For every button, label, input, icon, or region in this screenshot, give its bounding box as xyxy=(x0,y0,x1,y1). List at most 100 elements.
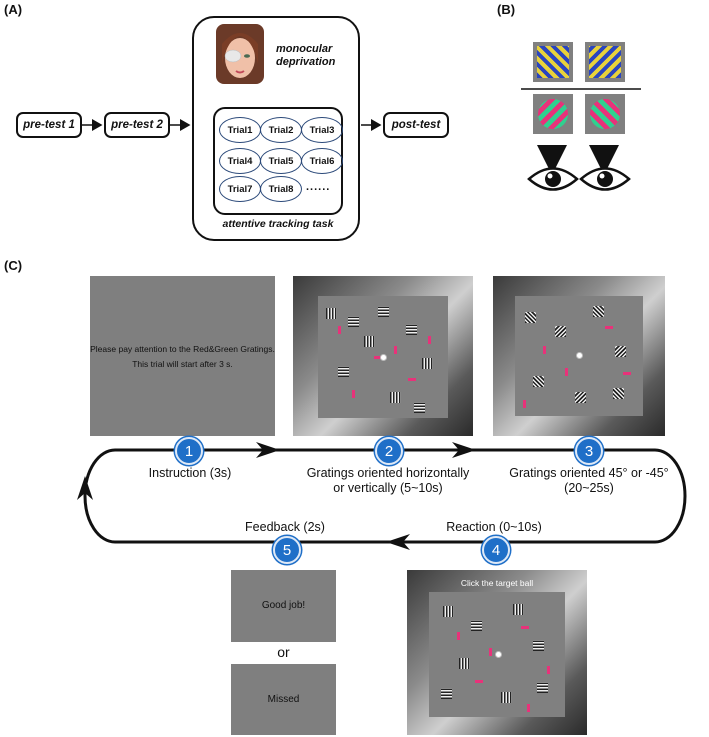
blue-yellow-grating-icon xyxy=(589,46,621,78)
step-badge-2: 2 xyxy=(375,437,403,465)
instruction-screen: Please pay attention to the Red&Green Gr… xyxy=(90,276,275,436)
red-grating xyxy=(543,346,546,354)
grating-stimulus xyxy=(533,376,544,387)
left-eye-icon xyxy=(527,167,579,191)
tracking-arena[interactable] xyxy=(429,592,565,717)
grating-stimulus xyxy=(575,392,586,403)
trial-3: Trial3 xyxy=(301,117,343,143)
face-icon xyxy=(222,33,258,78)
reaction-screen: Click the target ball xyxy=(407,570,587,735)
panel-label-c: (C) xyxy=(4,258,23,273)
step-badge-3: 3 xyxy=(575,437,603,465)
fixation-point xyxy=(576,352,583,359)
step-label-4: Reaction (0~10s) xyxy=(446,520,542,534)
red-grating xyxy=(408,378,416,381)
grating-stimulus xyxy=(555,326,566,337)
grating-stimulus xyxy=(471,620,482,631)
grating-stimulus xyxy=(441,688,452,699)
red-grating xyxy=(352,390,355,398)
red-grating xyxy=(338,326,341,334)
grating-stimulus xyxy=(593,306,604,317)
feedback-missed-text: Missed xyxy=(267,694,300,705)
grating-left-top xyxy=(533,42,573,82)
cycle-arrowhead xyxy=(256,442,280,458)
grating-stimulus xyxy=(501,692,512,703)
step-label-5: Feedback (2s) xyxy=(245,520,325,534)
step-label-1: Instruction (3s) xyxy=(148,466,232,480)
trial-cycle-loop xyxy=(77,442,687,550)
tracking-arena xyxy=(318,296,448,418)
step-badge-1: 1 xyxy=(175,437,203,465)
grating-stimulus xyxy=(459,658,470,669)
red-grating xyxy=(489,648,492,656)
red-grating xyxy=(475,680,483,683)
grating-stimulus xyxy=(525,312,536,323)
cycle-arrowhead xyxy=(452,442,476,458)
panel-label-a: (A) xyxy=(4,2,23,17)
feedback-or: or xyxy=(277,644,290,660)
grating-stimulus xyxy=(533,640,544,651)
step-label-2: Gratings oriented horizontally or vertic… xyxy=(306,466,470,495)
red-grating xyxy=(527,704,530,712)
red-green-grating-icon xyxy=(538,99,568,129)
grating-stimulus xyxy=(378,306,389,317)
face-photo xyxy=(216,24,264,84)
step-badge-4: 4 xyxy=(482,536,510,564)
instruction-line-1: Please pay attention to the Red&Green Gr… xyxy=(90,344,275,354)
grating-stimulus xyxy=(326,308,337,319)
red-grating xyxy=(457,632,460,640)
step-label-3: Gratings oriented 45° or -45° (20~25s) xyxy=(509,466,669,495)
red-grating xyxy=(523,400,526,408)
cycle-arrowhead xyxy=(77,476,93,500)
grating-stimulus xyxy=(338,366,349,377)
grating-stimulus xyxy=(443,606,454,617)
red-green-grating-icon xyxy=(590,99,620,129)
red-grating xyxy=(623,372,631,375)
tracking-arena xyxy=(515,296,643,416)
step-badge-5: 5 xyxy=(273,536,301,564)
trial-6: Trial6 xyxy=(301,148,343,174)
pretest1-box: pre-test 1 xyxy=(16,112,82,138)
grating-right-bottom xyxy=(585,94,625,134)
trial-2: Trial2 xyxy=(260,117,302,143)
feedback-good-screen: Good job! xyxy=(231,570,336,642)
red-grating xyxy=(605,326,613,329)
panel-label-b: (B) xyxy=(497,2,516,17)
red-grating xyxy=(394,346,397,354)
grating-stimulus xyxy=(406,324,417,335)
grating-stimulus xyxy=(414,402,425,413)
feedback-good-text: Good job! xyxy=(261,600,306,611)
deprivation-label: monocular deprivation xyxy=(276,43,336,68)
grating-left-bottom xyxy=(533,94,573,134)
tracking-screen-3 xyxy=(493,276,665,436)
grating-right-top xyxy=(585,42,625,82)
grating-stimulus xyxy=(537,682,548,693)
grating-stimulus xyxy=(613,388,624,399)
right-eye-icon xyxy=(579,167,631,191)
task-label: attentive tracking task xyxy=(222,218,334,230)
trial-ellipsis: ...... xyxy=(306,181,331,193)
posttest-box: post-test xyxy=(383,112,449,138)
red-grating xyxy=(521,626,529,629)
fixation-point xyxy=(380,354,387,361)
grating-stimulus xyxy=(390,392,401,403)
trial-1: Trial1 xyxy=(219,117,261,143)
grating-stimulus xyxy=(513,604,524,615)
grating-stimulus xyxy=(422,358,433,369)
red-grating xyxy=(565,368,568,376)
pretest2-box: pre-test 2 xyxy=(104,112,170,138)
grating-stimulus xyxy=(615,346,626,357)
panel-a-arrows xyxy=(82,88,641,175)
red-grating xyxy=(428,336,431,344)
grating-stimulus xyxy=(364,336,375,347)
trial-5: Trial5 xyxy=(260,148,302,174)
trial-7: Trial7 xyxy=(219,176,261,202)
instruction-line-2: This trial will start after 3 s. xyxy=(132,359,233,369)
grating-stimulus xyxy=(348,316,359,327)
fixation-point xyxy=(495,651,502,658)
main-procedure-box xyxy=(192,16,360,241)
tracking-screen-2 xyxy=(293,276,473,436)
red-grating xyxy=(374,356,382,359)
trial-8: Trial8 xyxy=(260,176,302,202)
red-grating xyxy=(547,666,550,674)
